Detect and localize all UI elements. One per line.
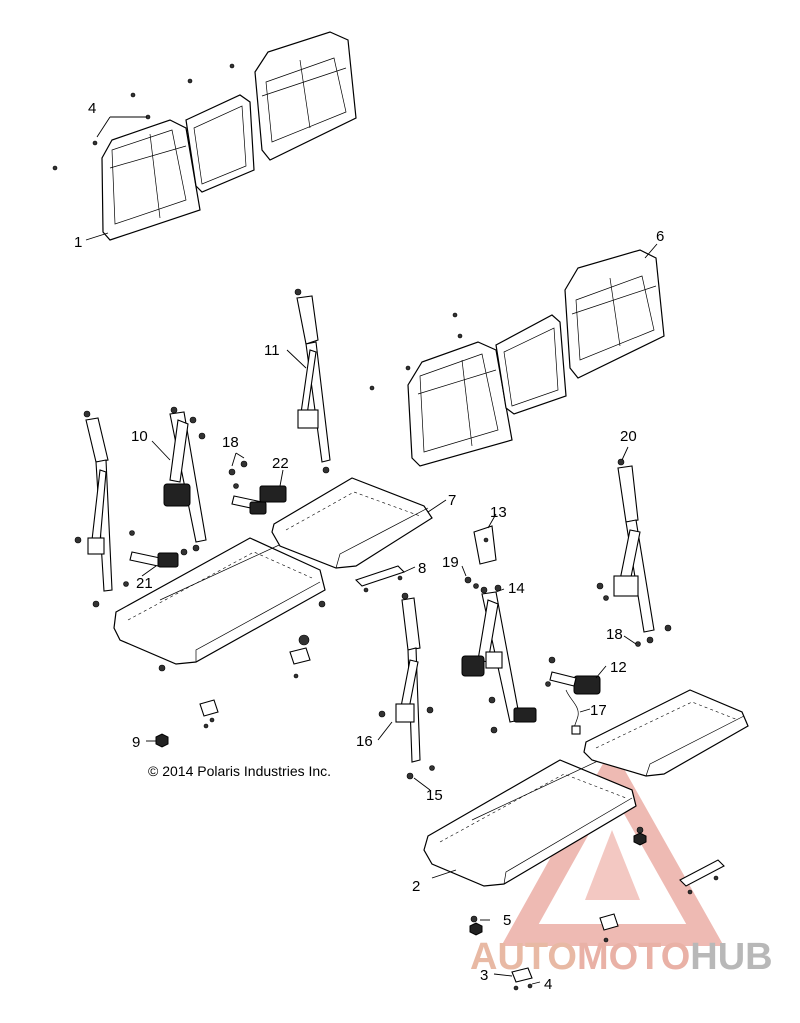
callout-15: 15 xyxy=(426,787,443,804)
backrest-set-upper xyxy=(52,31,357,241)
seat-cushion-7 xyxy=(271,477,447,569)
buckle-12 xyxy=(545,656,607,695)
callout-18-right: 18 xyxy=(606,626,623,643)
callout-17: 17 xyxy=(590,702,607,719)
seat-belt-10 xyxy=(151,406,207,556)
seat-belt-16 xyxy=(377,592,435,791)
callout-19: 19 xyxy=(442,554,459,571)
watermark-moto: MOTO xyxy=(576,936,691,978)
callout-5: 5 xyxy=(503,912,511,929)
callout-labels: 1 2 3 4 4 5 6 7 8 9 10 11 12 13 14 15 16… xyxy=(74,100,664,993)
buckle-22 xyxy=(231,469,287,515)
callout-8: 8 xyxy=(418,560,426,577)
seat-cushion-2 xyxy=(423,759,637,887)
seat-cushion-left xyxy=(113,537,326,672)
seat-belt-left xyxy=(74,410,113,608)
callout-11: 11 xyxy=(264,342,280,359)
bolts-18-left xyxy=(228,452,248,489)
callout-18-left: 18 xyxy=(222,434,239,451)
callout-22: 22 xyxy=(272,455,289,472)
callout-1: 1 xyxy=(74,234,82,251)
mount-brackets-center xyxy=(199,634,311,729)
callout-6: 6 xyxy=(656,228,664,245)
callout-7: 7 xyxy=(448,492,456,509)
callout-9: 9 xyxy=(132,734,140,751)
seat-belt-14 xyxy=(461,584,537,734)
seat-cushion-right xyxy=(583,689,749,777)
copyright-notice: © 2014 Polaris Industries Inc. xyxy=(148,763,332,779)
watermark-auto: AUTO xyxy=(470,936,577,978)
backrest-set-lower xyxy=(369,243,665,467)
callout-10: 10 xyxy=(131,428,148,445)
callout-4-upper: 4 xyxy=(88,100,96,117)
callout-20: 20 xyxy=(620,428,637,445)
callout-13: 13 xyxy=(490,504,507,521)
watermark-hub: HUB xyxy=(690,936,773,978)
seat-belt-20 xyxy=(596,446,672,647)
callout-21: 21 xyxy=(136,575,153,592)
callout-16: 16 xyxy=(356,733,373,750)
watermark-logo-text: AUTOMOTOHUB xyxy=(470,936,773,979)
buckle-21 xyxy=(123,530,179,587)
wire-harness-17 xyxy=(565,689,591,735)
seat-belt-11 xyxy=(286,288,331,474)
bracket-8 xyxy=(354,565,416,593)
watermark-triangle-logo xyxy=(501,747,724,946)
callout-3: 3 xyxy=(480,967,488,984)
nut-9 xyxy=(146,733,169,748)
lower-hardware xyxy=(469,826,725,991)
callout-4-lower: 4 xyxy=(544,976,552,993)
bracket-13 xyxy=(461,513,497,589)
callout-2: 2 xyxy=(412,878,420,895)
callout-14: 14 xyxy=(508,580,525,597)
callout-12: 12 xyxy=(610,659,627,676)
